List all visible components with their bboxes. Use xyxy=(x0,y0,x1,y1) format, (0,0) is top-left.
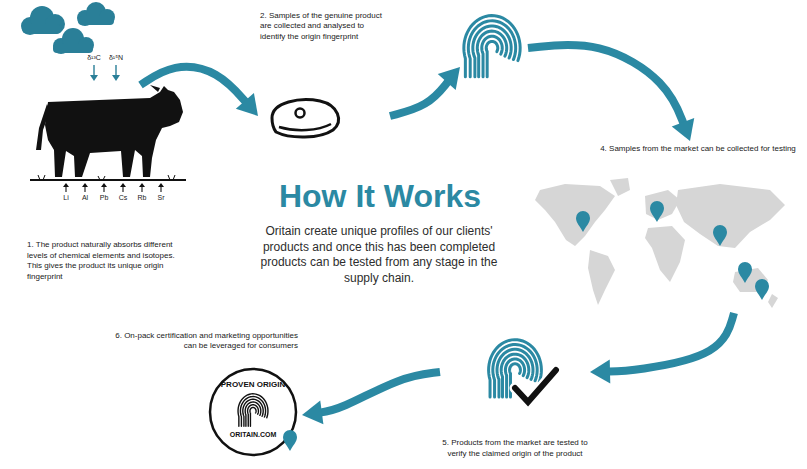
element-label: Cs xyxy=(114,193,132,202)
map-pin xyxy=(576,211,590,232)
map-pin xyxy=(650,201,664,222)
arrow-head xyxy=(590,360,610,384)
fingerprint-ridge xyxy=(473,26,511,77)
drawing-part xyxy=(78,16,114,25)
arrow-shaft xyxy=(141,67,249,106)
drawing-part xyxy=(63,183,69,187)
drawing-part xyxy=(22,24,62,34)
flow-arrow xyxy=(141,67,259,116)
arrow-head xyxy=(672,118,694,141)
drawing-part xyxy=(535,184,615,246)
element-label: Sr xyxy=(152,193,170,202)
drawing-part xyxy=(45,86,183,177)
flow-arrow xyxy=(302,372,440,424)
map-pins xyxy=(576,201,769,300)
steak-icon xyxy=(272,100,339,137)
step-text: 2. Samples of the genuine product are co… xyxy=(260,11,388,42)
proven-origin-badge: PROVEN ORIGIN ORITAIN.COM xyxy=(208,367,298,457)
element-label: Rb xyxy=(133,193,151,202)
badge-text: ORITAIN.COM xyxy=(208,431,298,438)
connectors xyxy=(141,45,735,424)
fingerprint-ridge xyxy=(245,402,261,426)
fingerprint-ridge xyxy=(486,41,498,76)
ground-line xyxy=(30,175,186,180)
fingerprint-ridge xyxy=(250,407,256,426)
drawing-part xyxy=(115,65,116,76)
isotope-label: δ¹³C xyxy=(80,53,108,62)
step-node: 1. The product naturally absorbs differe… xyxy=(25,85,190,285)
element-label: Pb xyxy=(95,193,113,202)
cow-silhouette xyxy=(36,85,183,177)
step-text: 5. Products from the market are tested t… xyxy=(442,438,588,459)
fingerprint-ridge xyxy=(464,16,520,77)
fingerprint-ridge xyxy=(468,21,515,77)
drawing-part xyxy=(38,175,175,180)
arrow-head xyxy=(236,93,258,116)
badge-text: PROVEN ORIGIN xyxy=(208,380,298,389)
drawing-part xyxy=(120,183,126,187)
drawing-part xyxy=(296,109,305,118)
check-mark xyxy=(515,370,556,402)
map-pin xyxy=(738,262,752,283)
fingerprint-ridge xyxy=(477,31,506,77)
check-mark-halo xyxy=(515,370,556,402)
step-node: 5. Products from the market are tested t… xyxy=(440,335,590,462)
drawing-part xyxy=(36,104,50,150)
arrow-head xyxy=(302,400,323,424)
arrow-head xyxy=(438,67,460,90)
element-label: Li xyxy=(57,193,75,202)
drawing-part xyxy=(112,75,120,81)
step-node: 4. Samples from the market can be collec… xyxy=(598,141,798,313)
step-node: 2. Samples of the genuine product are co… xyxy=(258,8,390,138)
flow-arrow xyxy=(590,313,734,384)
arrow-shaft xyxy=(604,313,734,372)
map-pin xyxy=(755,279,769,300)
drawing-part xyxy=(93,65,94,76)
badge-fingerprint xyxy=(238,394,268,427)
badge-pin xyxy=(283,430,297,451)
fingerprint-ridge xyxy=(238,394,268,427)
intro-text: Oritain create unique profiles of our cl… xyxy=(243,224,515,286)
drawing-part xyxy=(53,44,93,53)
step-node: 6. On-pack certification and marketing o… xyxy=(112,328,300,460)
drawing-part xyxy=(272,100,339,137)
illustration xyxy=(21,2,785,308)
drawing-part xyxy=(645,226,685,282)
verified-fingerprint-icon xyxy=(489,340,556,402)
drawing-part xyxy=(158,183,164,187)
drawing-part xyxy=(101,183,107,187)
fingerprint-ridge xyxy=(243,399,263,426)
fingerprint-icon xyxy=(464,16,520,77)
element-arrows xyxy=(63,183,164,192)
clouds xyxy=(21,2,115,54)
drawing-part xyxy=(82,183,88,187)
title: How It Works xyxy=(230,178,530,215)
drawing-part xyxy=(30,179,186,181)
drawing-part xyxy=(676,184,785,248)
drawing-part xyxy=(588,250,615,305)
drawing-part xyxy=(150,85,160,92)
step-text: 4. Samples from the market can be collec… xyxy=(600,144,796,154)
arrow-shaft xyxy=(316,372,440,413)
step-text: 1. The product naturally absorbs differe… xyxy=(27,240,188,282)
fingerprint-ridge xyxy=(482,36,502,77)
arrow-shaft xyxy=(390,45,685,128)
fingerprint-ridge xyxy=(240,397,265,427)
drawing-part xyxy=(610,178,630,196)
fingerprint-ridge xyxy=(248,405,259,427)
isotope-label: δ¹⁵N xyxy=(102,53,130,62)
step-text: 6. On-pack certification and marketing o… xyxy=(114,331,298,352)
element-label: Al xyxy=(76,193,94,202)
world-map xyxy=(535,178,785,308)
drawing-part xyxy=(90,75,98,81)
drawing-part xyxy=(279,124,331,130)
flow-arrow xyxy=(390,45,694,141)
isotope-arrows xyxy=(90,65,120,81)
drawing-part xyxy=(139,183,145,187)
drawing-part xyxy=(768,294,778,308)
map-pin xyxy=(713,225,727,246)
